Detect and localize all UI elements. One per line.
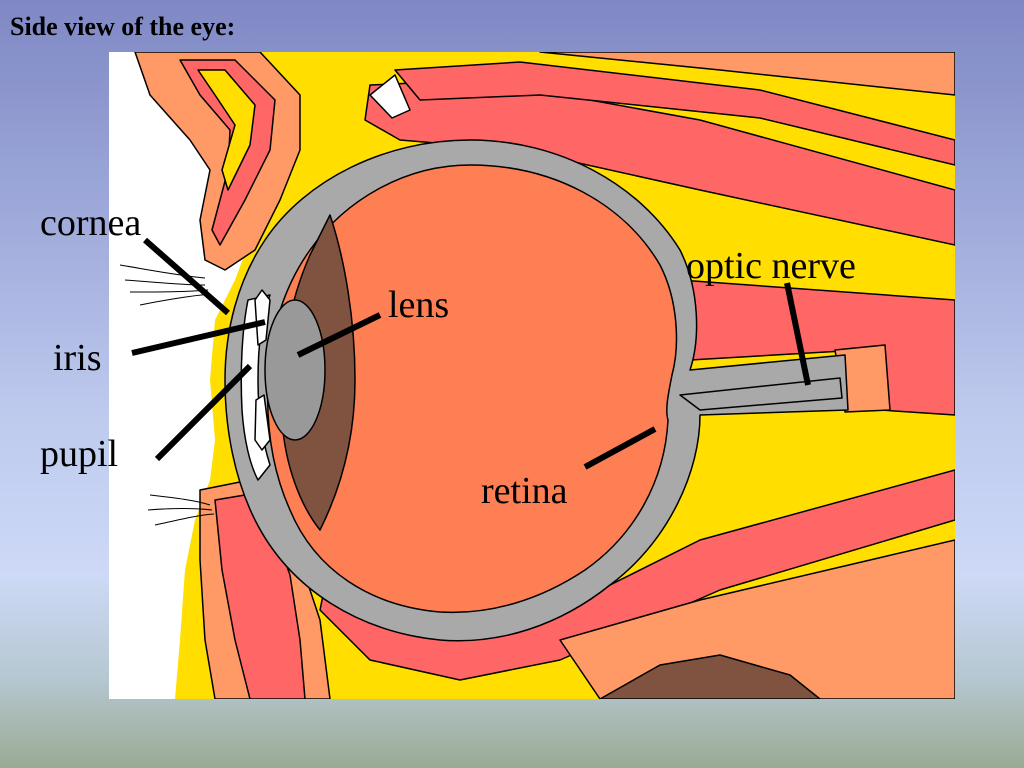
optic-nerve (679, 377, 843, 411)
lower-orbit-skin (559, 539, 955, 699)
label-iris: iris (53, 337, 102, 379)
label-lens: lens (388, 284, 449, 326)
label-retina: retina (481, 470, 568, 512)
label-pupil: pupil (40, 433, 118, 475)
levator-muscle (394, 61, 955, 166)
retina-pointer (583, 426, 657, 470)
iris-upper (254, 289, 271, 346)
vitreous-body (266, 164, 678, 614)
lens-pointer (296, 312, 382, 358)
optic-nerve-pointer (784, 282, 811, 386)
lens (264, 299, 326, 441)
tendon-white (369, 74, 411, 119)
iris-lower (254, 394, 271, 451)
pupil-pointer (154, 363, 253, 462)
iris-pointer (131, 319, 266, 356)
cornea-pointer (143, 237, 230, 316)
label-cornea: cornea (40, 202, 141, 244)
label-pointers (131, 237, 811, 470)
label-optic-nerve: optic nerve (686, 245, 856, 287)
maxillary-bone (599, 654, 821, 699)
orbit-bone-top (539, 52, 955, 96)
eye-illustration (109, 52, 955, 699)
upper-eyelid-fat (197, 69, 256, 191)
slide-title: Side view of the eye: (10, 12, 236, 41)
